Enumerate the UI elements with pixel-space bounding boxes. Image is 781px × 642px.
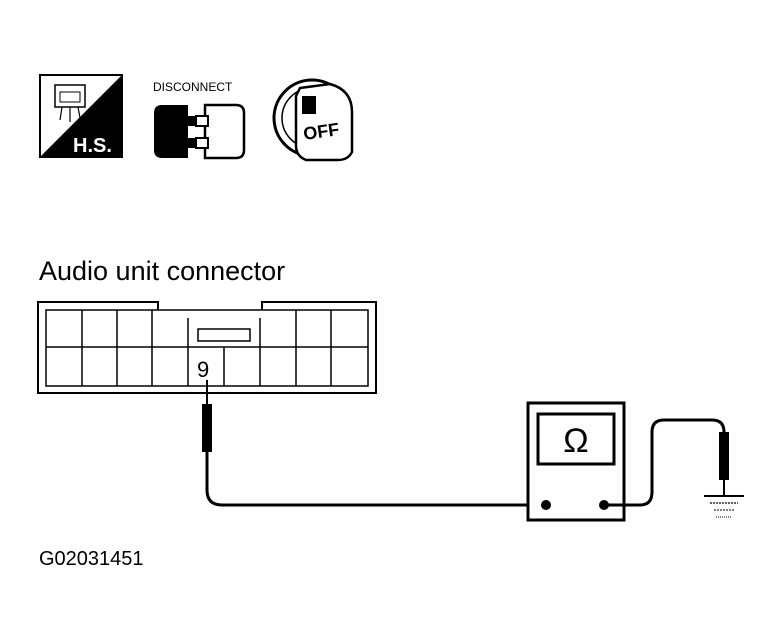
ohmmeter-icon: Ω <box>526 401 626 522</box>
harness-side-icon: H.S. <box>39 74 123 158</box>
ohm-symbol: Ω <box>563 422 588 460</box>
ground-symbol-icon <box>704 495 744 518</box>
test-probe-pin-9 <box>202 380 212 490</box>
lead-wire-meter-to-ground <box>604 418 726 507</box>
ignition-off-label: OFF <box>302 119 340 144</box>
connector-disconnect-icon: DISCONNECT <box>153 80 246 160</box>
connector-title: Audio unit connector <box>39 256 285 286</box>
lead-wire-pin-to-meter <box>205 489 546 507</box>
audio-unit-connector: 9 <box>37 301 377 394</box>
ignition-key-off-icon: OFF <box>272 78 354 162</box>
disconnect-label: DISCONNECT <box>153 80 233 94</box>
pin-9-label: 9 <box>197 357 209 382</box>
ground-probe <box>719 432 729 496</box>
figure-code: G02031451 <box>39 548 144 570</box>
hs-label: H.S. <box>73 135 112 157</box>
